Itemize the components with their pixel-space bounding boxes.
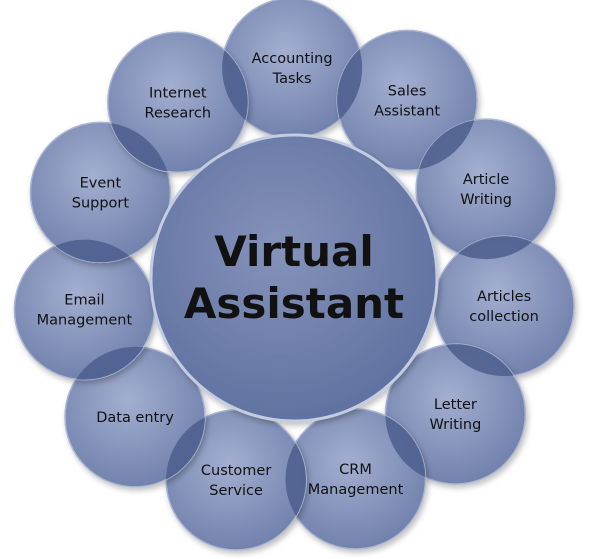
service-label-line: Sales xyxy=(388,83,427,99)
service-label-line: Writing xyxy=(460,192,512,208)
service-label-articles-collection: Articles collection xyxy=(469,289,539,325)
service-label-data-entry: Data entry xyxy=(96,410,174,426)
service-label-line: Event xyxy=(80,175,122,191)
service-label-line: Accounting xyxy=(252,51,333,67)
service-label-line: CRM xyxy=(339,462,372,478)
service-label-line: Tasks xyxy=(272,71,312,87)
overlap-article-writing xyxy=(458,236,532,260)
service-label-line: Articles xyxy=(477,289,531,305)
outer-circles-layer xyxy=(13,0,575,551)
center-title-line: Virtual xyxy=(214,227,374,276)
service-label-line: Service xyxy=(209,483,263,499)
overlap-letter-writing xyxy=(385,415,426,478)
service-label-line: Email xyxy=(64,293,104,309)
overlap-customer-service xyxy=(166,417,205,480)
overlap-crm-management xyxy=(285,443,307,516)
overlap-event-support xyxy=(111,123,168,172)
service-circle-letter-writing xyxy=(384,343,527,485)
service-label-line: Management xyxy=(37,313,133,329)
overlap-email-management xyxy=(55,239,130,263)
service-label-line: Customer xyxy=(201,463,271,479)
overlap-internet-research xyxy=(222,50,248,121)
service-label-line: Internet xyxy=(149,85,207,101)
service-label-line: Data entry xyxy=(96,410,174,426)
service-label-line: Letter xyxy=(434,397,477,413)
service-label-line: collection xyxy=(469,309,539,325)
service-label-line: Research xyxy=(145,105,212,121)
center-title-line: Assistant xyxy=(184,279,404,328)
overlap-articles-collection xyxy=(445,344,514,377)
overlap-accounting-tasks xyxy=(337,49,363,120)
overlap-sales-assistant xyxy=(418,120,475,170)
service-label-line: Writing xyxy=(430,417,482,433)
service-label-line: Article xyxy=(463,172,510,188)
overlap-data-entry xyxy=(76,346,144,380)
center-circle xyxy=(149,133,439,423)
service-label-line: Assistant xyxy=(374,103,440,119)
service-label-line: Management xyxy=(308,482,404,498)
service-label-line: Support xyxy=(72,195,130,211)
service-label-crm-management: CRM Management xyxy=(308,462,404,498)
